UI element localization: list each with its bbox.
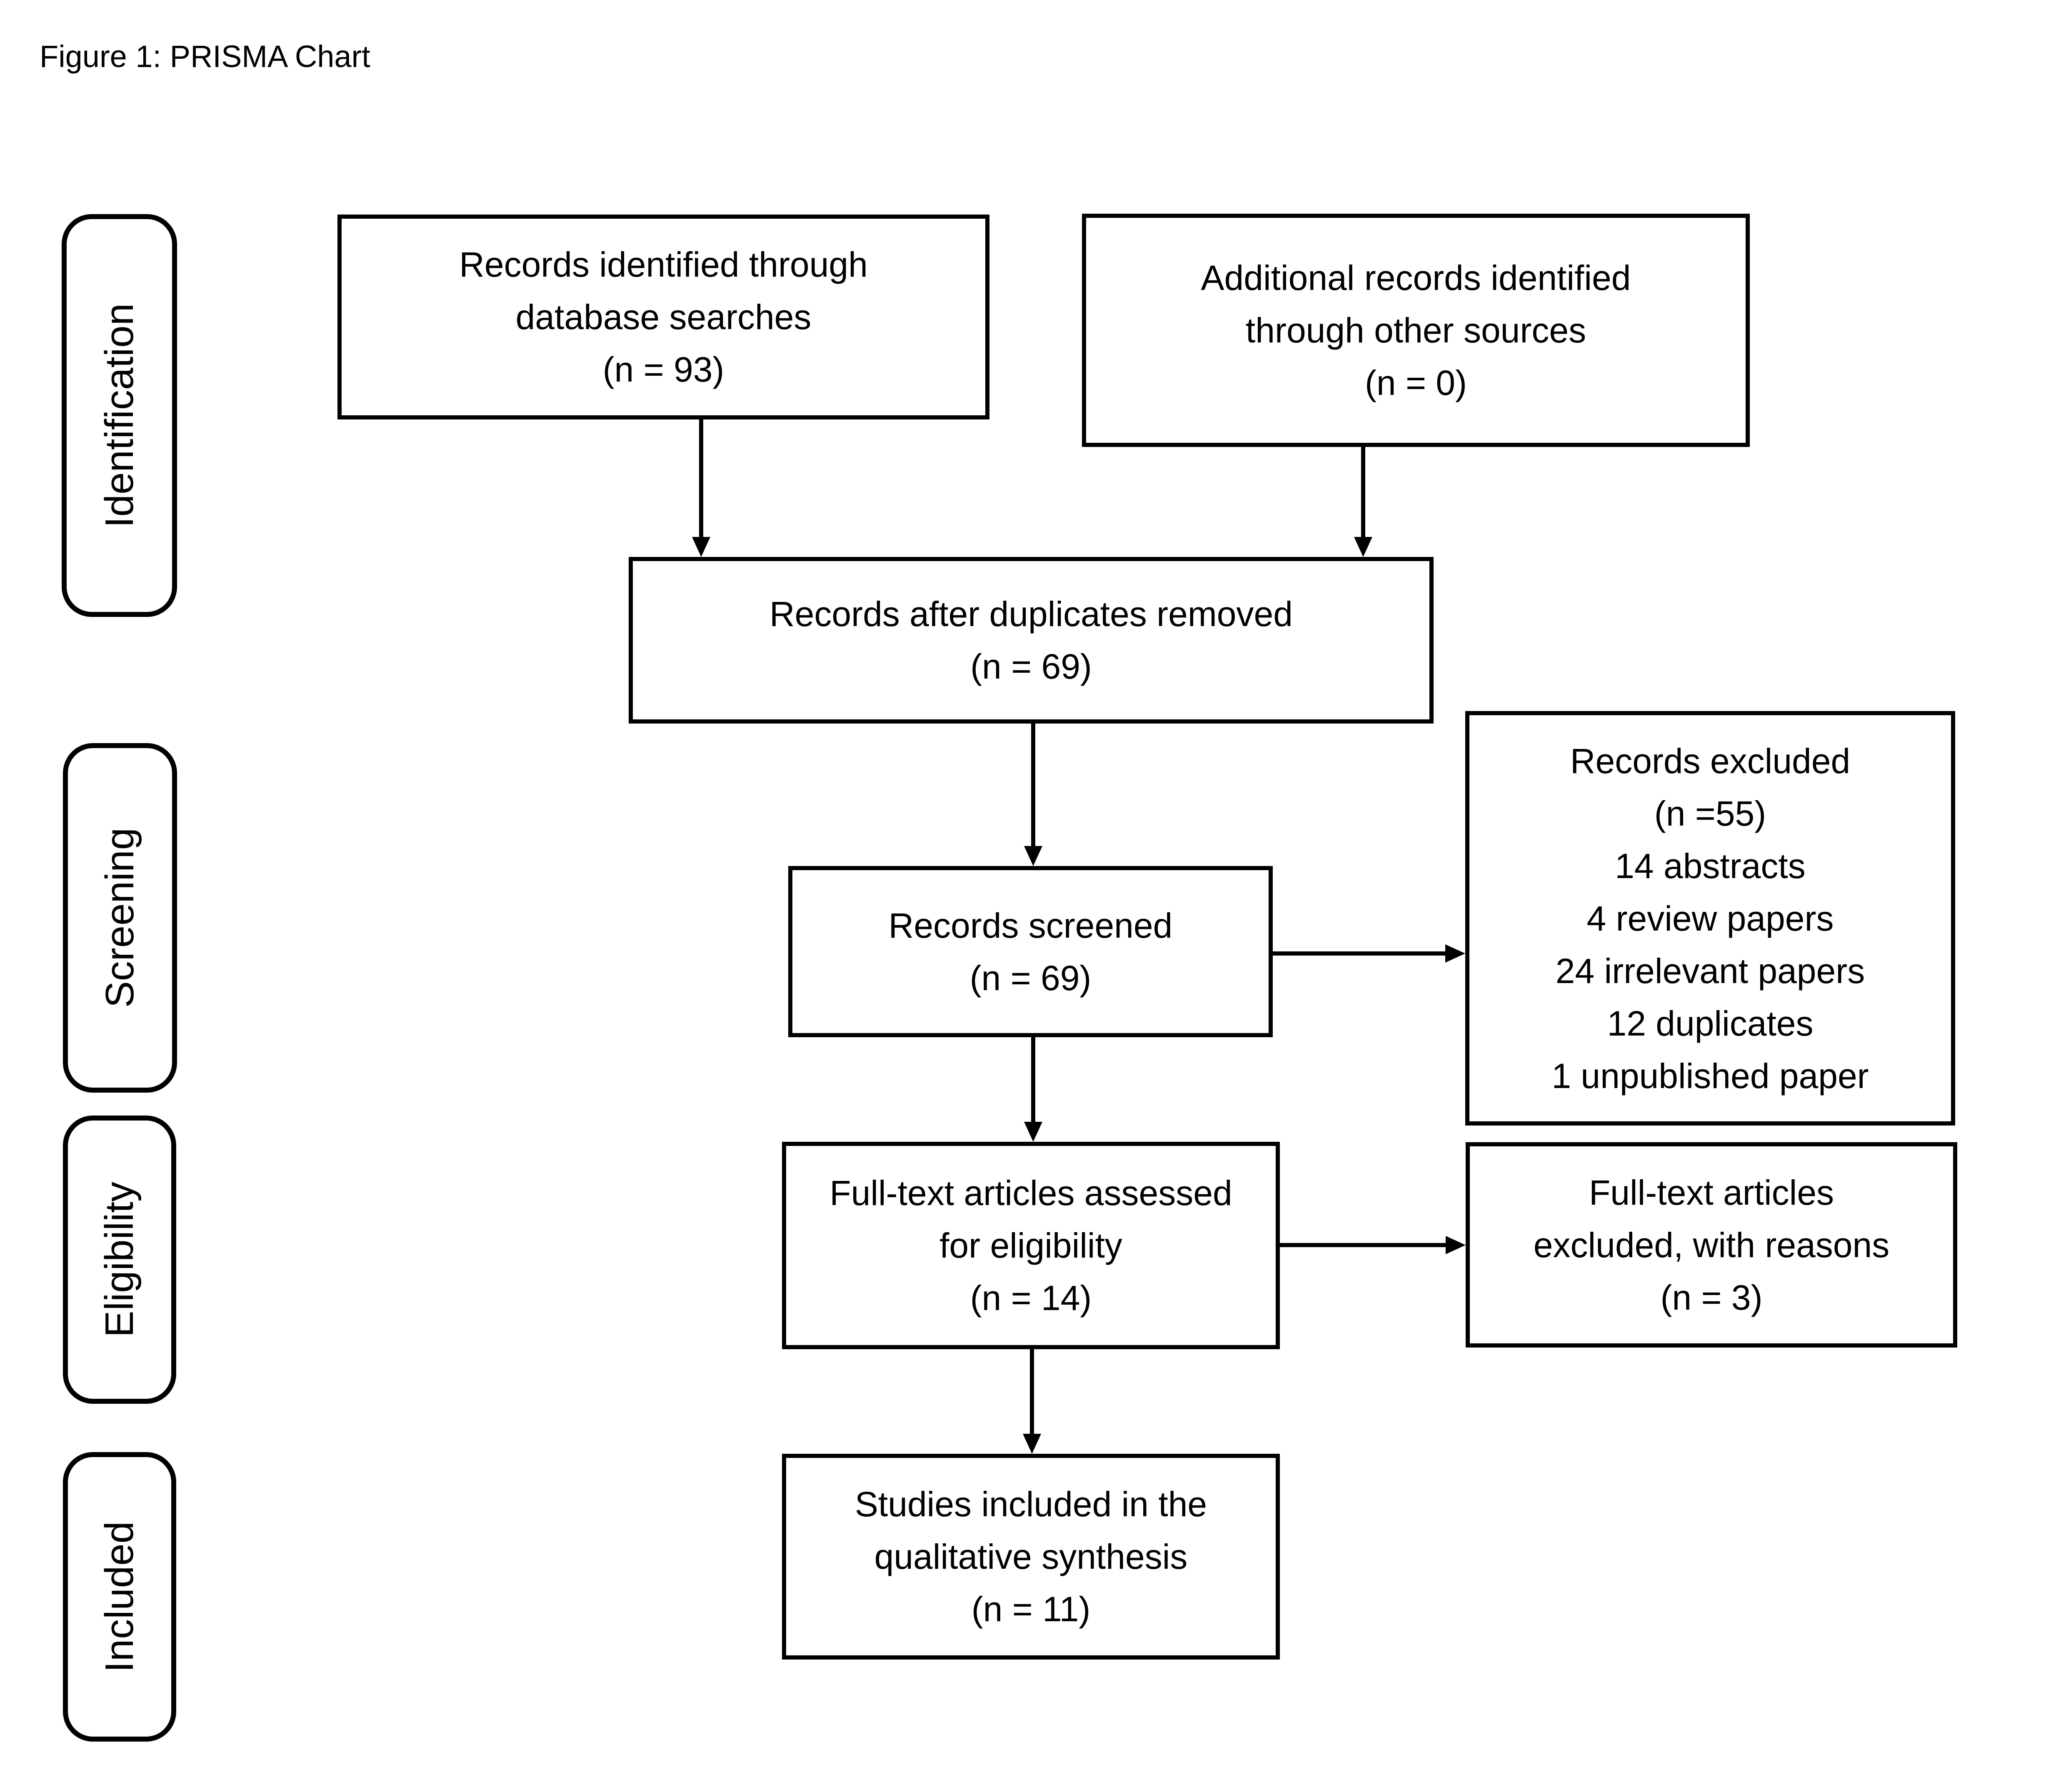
node-fulltext-assessed: Full-text articles assessed for eligibil… — [782, 1142, 1280, 1349]
arrow-shaft — [1030, 1349, 1034, 1435]
stage-identification: Identification — [62, 214, 177, 617]
arrow-shaft — [1280, 1243, 1446, 1247]
node-fulltext-assessed-line: Full-text articles assessed — [829, 1173, 1232, 1213]
node-records-excluded-line: 1 unpublished paper — [1551, 1056, 1869, 1096]
stage-screening: Screening — [63, 743, 177, 1093]
node-after-duplicates-line: (n = 69) — [970, 647, 1092, 686]
node-records-screened: Records screened (n = 69) — [788, 866, 1273, 1037]
figure-title: Figure 1: PRISMA Chart — [40, 39, 370, 74]
stage-eligibility-label: Eligibility — [97, 1182, 142, 1338]
node-fulltext-assessed-line: for eligibility — [939, 1226, 1122, 1265]
stage-screening-label: Screening — [97, 828, 142, 1008]
node-studies-included-line: qualitative synthesis — [874, 1537, 1188, 1576]
arrow-head-down — [1024, 846, 1042, 866]
node-records-excluded-line: 4 review papers — [1586, 898, 1834, 938]
node-studies-included-line: Studies included in the — [854, 1485, 1207, 1524]
node-fulltext-excluded: Full-text articles excluded, with reason… — [1466, 1142, 1957, 1348]
stage-identification-label: Identification — [97, 303, 142, 528]
node-records-screened-line: Records screened — [888, 906, 1173, 945]
node-records-identified-line: database searches — [515, 297, 812, 337]
stage-included-label: Included — [97, 1521, 142, 1672]
node-records-excluded-line: Records excluded — [1570, 741, 1851, 781]
arrow-shaft — [1031, 724, 1035, 847]
node-records-identified: Records identified through database sear… — [337, 215, 989, 419]
arrow-shaft — [1031, 1037, 1035, 1123]
node-records-screened-line: (n = 69) — [969, 958, 1092, 998]
arrow-head-down — [1023, 1434, 1041, 1454]
arrow-head-down — [1024, 1122, 1042, 1142]
node-after-duplicates-line: Records after duplicates removed — [769, 594, 1293, 634]
node-additional-records-line: Additional records identified — [1201, 258, 1631, 297]
arrow-shaft — [1273, 951, 1446, 956]
arrow-head-right — [1446, 1236, 1466, 1254]
arrow-head-down — [1354, 537, 1372, 557]
node-records-excluded-line: 12 duplicates — [1607, 1003, 1814, 1043]
node-studies-included-line: (n = 11) — [971, 1590, 1091, 1629]
arrow-head-right — [1445, 944, 1465, 963]
node-records-identified-line: (n = 93) — [602, 350, 724, 389]
node-after-duplicates: Records after duplicates removed (n = 69… — [629, 557, 1434, 724]
stage-included: Included — [63, 1452, 176, 1742]
node-studies-included: Studies included in the qualitative synt… — [782, 1454, 1280, 1660]
node-fulltext-excluded-line: excluded, with reasons — [1533, 1225, 1890, 1265]
node-additional-records-line: (n = 0) — [1364, 363, 1467, 402]
arrow-shaft — [1361, 447, 1365, 538]
node-records-excluded-line: (n =55) — [1654, 794, 1766, 833]
node-records-excluded-line: 24 irrelevant papers — [1555, 951, 1865, 991]
arrow-head-down — [692, 537, 710, 557]
node-fulltext-excluded-line: (n = 3) — [1660, 1278, 1763, 1317]
node-records-excluded: Records excluded (n =55) 14 abstracts 4 … — [1465, 711, 1955, 1126]
arrow-shaft — [699, 419, 703, 538]
node-additional-records: Additional records identified through ot… — [1082, 214, 1750, 447]
node-fulltext-excluded-line: Full-text articles — [1589, 1173, 1834, 1212]
node-records-excluded-line: 14 abstracts — [1615, 846, 1806, 886]
node-additional-records-line: through other sources — [1245, 311, 1586, 350]
stage-eligibility: Eligibility — [63, 1116, 176, 1404]
node-fulltext-assessed-line: (n = 14) — [970, 1278, 1092, 1318]
node-records-identified-line: Records identified through — [459, 245, 868, 284]
